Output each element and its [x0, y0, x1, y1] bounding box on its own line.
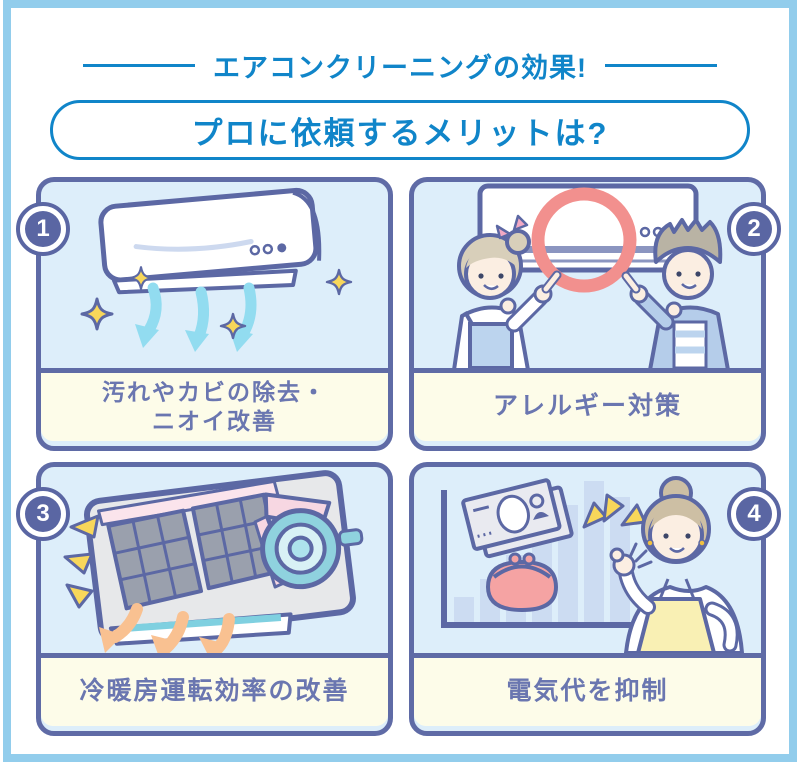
benefit-card-1: 1 — [16, 177, 393, 451]
benefit-number-4: 4 — [736, 496, 772, 532]
clean-airflow-ac-illustration — [41, 182, 388, 368]
benefit-number-1: 1 — [25, 211, 61, 247]
benefit-caption-3: 冷暖房運転効率の改善 — [41, 653, 388, 726]
benefit-caption-2: アレルギー対策 — [414, 368, 761, 441]
opened-ac-unit-icon — [63, 470, 364, 653]
children-pointing-ac-illustration — [414, 182, 761, 368]
benefit-caption-1: 汚れやカビの除去・ ニオイ改善 — [41, 368, 388, 441]
benefit-card-2: 2 — [409, 177, 781, 451]
subtitle-pill: プロに依頼するメリットは? — [50, 100, 750, 160]
benefit-number-badge-2: 2 — [727, 202, 781, 256]
header: エアコンクリーニングの効果! — [19, 46, 781, 85]
benefit-card-4: 4 — [409, 462, 781, 736]
subtitle-text: プロに依頼するメリットは? — [191, 115, 609, 151]
ac-blowing-clean-air-icon — [80, 187, 353, 352]
benefit-number-badge-4: 4 — [727, 487, 781, 541]
money-savings-chart-icon — [441, 476, 744, 653]
caption-line: 電気代を抑制 — [506, 677, 669, 706]
caption-line: 汚れやカビの除去・ — [102, 379, 327, 406]
family-pointing-clean-ac-icon — [452, 183, 730, 368]
title-rule-left — [83, 64, 195, 67]
infographic-body: エアコンクリーニングの効果! プロに依頼するメリットは? 1 — [16, 16, 781, 746]
benefit-caption-4: 電気代を抑制 — [414, 653, 761, 726]
benefit-number-badge-3: 3 — [16, 487, 70, 541]
page-title: エアコンクリーニングの効果! — [213, 53, 587, 83]
caption-line: 冷暖房運転効率の改善 — [79, 677, 350, 706]
benefit-number-3: 3 — [25, 496, 61, 532]
title-rule-right — [605, 64, 717, 67]
caption-line: ニオイ改善 — [152, 408, 277, 434]
benefits-grid: 1 — [16, 177, 781, 736]
caption-line: アレルギー対策 — [492, 392, 682, 421]
benefit-number-2: 2 — [736, 211, 772, 247]
ac-internal-parts-illustration — [41, 467, 388, 653]
benefit-card-3: 3 — [16, 462, 393, 736]
benefit-number-badge-1: 1 — [16, 202, 70, 256]
savings-woman-ok-illustration — [414, 467, 761, 653]
outer-frame: エアコンクリーニングの効果! プロに依頼するメリットは? 1 — [3, 0, 797, 762]
